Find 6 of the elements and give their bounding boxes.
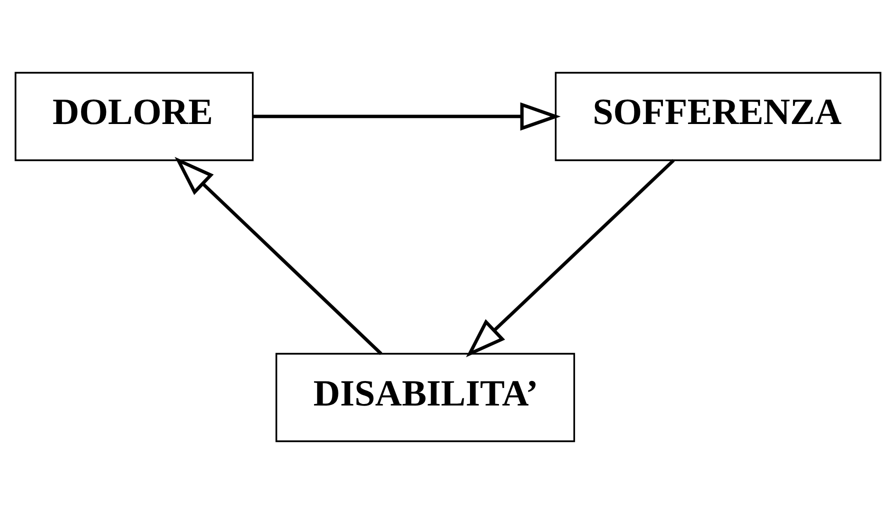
node-box: SOFFERENZA (554, 71, 882, 161)
node-box: DISABILITA’ (276, 352, 576, 442)
arrow (253, 102, 561, 130)
arrow (466, 158, 675, 357)
arrow (174, 156, 382, 354)
node-box: DOLORE (14, 71, 254, 161)
